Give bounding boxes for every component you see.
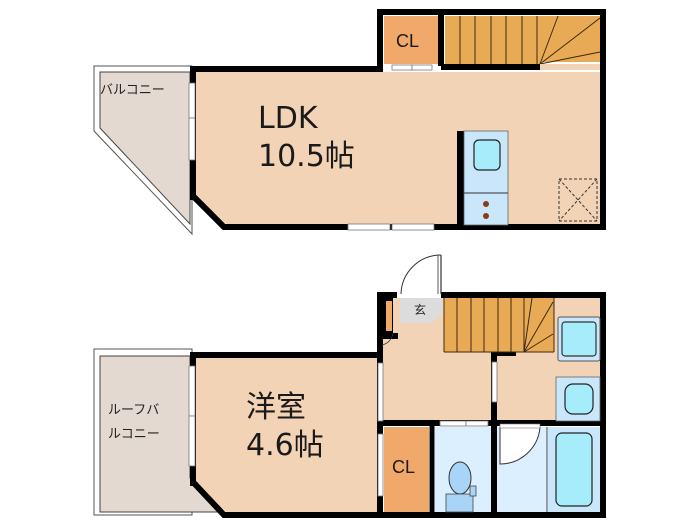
entrance-shoe-closet <box>386 301 392 331</box>
upper-closet-door[interactable] <box>411 64 433 71</box>
lower-floor <box>93 254 606 518</box>
bathroom <box>548 427 600 512</box>
roof-balcony <box>93 348 224 516</box>
roof-balcony-label-line1: ルーフバ <box>108 403 160 418</box>
stove-burner <box>483 213 489 219</box>
upper-floor <box>93 9 606 236</box>
toilet-door[interactable] <box>465 420 489 427</box>
ldk-label: LDK <box>258 101 318 136</box>
ldk-window[interactable] <box>347 223 391 231</box>
upper-balcony <box>93 65 193 236</box>
roof-balcony-label-line2: ルコニー <box>108 427 160 442</box>
upper-balcony-label: バルコニー <box>100 83 165 98</box>
western-room-closet-door[interactable] <box>377 433 384 497</box>
toilet-door[interactable] <box>439 420 467 427</box>
washer-space <box>558 178 598 222</box>
ldk-wall-chamfer <box>190 9 606 230</box>
upper-closet-door[interactable] <box>391 64 413 71</box>
washbasin-area <box>555 316 601 422</box>
upper-balcony-window[interactable] <box>188 82 196 119</box>
roof-balcony-window[interactable] <box>188 365 196 417</box>
upper-stairs <box>445 15 601 70</box>
entrance-floor <box>400 298 442 323</box>
lower-stairs <box>443 297 555 353</box>
kitchen <box>457 130 509 226</box>
washroom <box>497 423 548 512</box>
roof-balcony-window[interactable] <box>188 415 196 467</box>
ldk-floor <box>196 72 600 224</box>
stove-burner <box>483 201 489 207</box>
lower-closet-label: CL <box>392 457 416 477</box>
ldk-size: 10.5帖 <box>258 139 355 174</box>
upper-closet-label: CL <box>396 31 420 51</box>
kitchen-sink <box>473 139 501 171</box>
washroom-door[interactable] <box>491 361 498 403</box>
western-room-door[interactable] <box>377 362 384 422</box>
entrance-door[interactable] <box>381 254 442 346</box>
entrance-label: 玄 <box>414 303 427 317</box>
western-room-label: 洋室 <box>246 390 306 425</box>
western-room-size: 4.6帖 <box>246 428 324 463</box>
upper-balcony-window[interactable] <box>188 117 196 161</box>
toilet-room <box>435 427 491 513</box>
lower-closet <box>384 427 429 512</box>
ldk-window[interactable] <box>391 223 435 231</box>
western-room-floor <box>196 358 378 512</box>
upper-closet <box>384 16 438 64</box>
